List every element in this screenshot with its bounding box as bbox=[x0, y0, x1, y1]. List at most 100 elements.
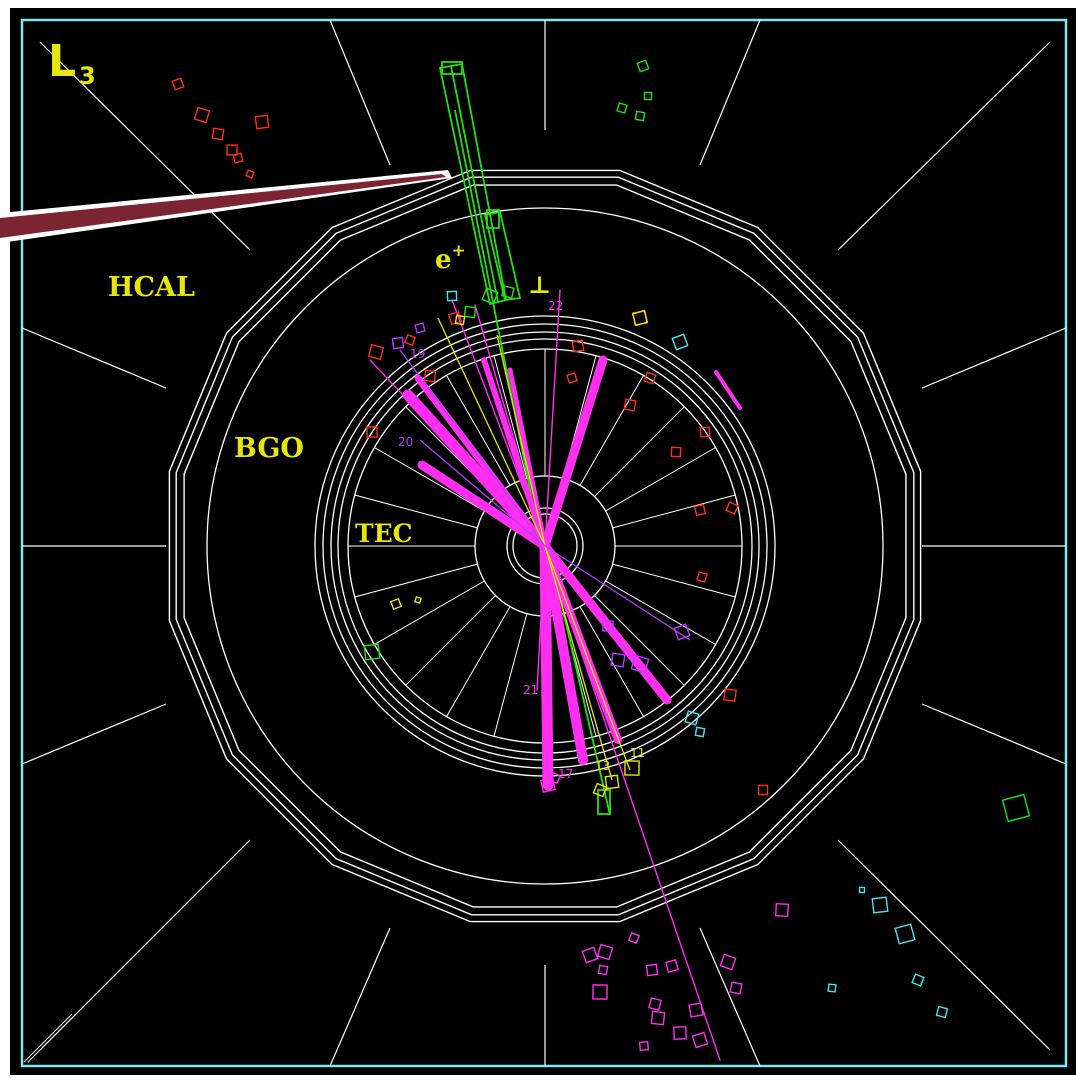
tec-sector-line bbox=[605, 580, 716, 645]
hits-red-box bbox=[232, 152, 244, 164]
hits-red-box bbox=[566, 372, 578, 384]
hits-green-box bbox=[634, 110, 646, 122]
hits-pink-box bbox=[539, 776, 557, 794]
hits-violet-box bbox=[602, 620, 614, 632]
label-hcal: HCAL bbox=[108, 272, 195, 303]
hits-pink-box bbox=[729, 981, 743, 995]
hits-green-box bbox=[636, 59, 650, 73]
tec-sector-line bbox=[405, 595, 496, 686]
detector-hits bbox=[171, 59, 1031, 1052]
tec-sector-line bbox=[579, 375, 644, 486]
hits-pink-box bbox=[648, 997, 662, 1011]
tec-sector-line bbox=[605, 447, 716, 512]
tec-sector-line bbox=[374, 447, 485, 512]
hits-cyan-box bbox=[871, 896, 889, 914]
hits-pink-box bbox=[596, 943, 614, 961]
hits-violet-box bbox=[610, 652, 626, 668]
hits-pink-box bbox=[638, 1040, 650, 1052]
hits-red-box bbox=[403, 333, 417, 347]
hits-red-box bbox=[725, 501, 739, 515]
tec-sector-line bbox=[354, 494, 478, 529]
label-bgo: BGO bbox=[234, 433, 304, 464]
track-number-21: 21 bbox=[523, 683, 538, 697]
hits-yellow-box bbox=[624, 760, 640, 776]
tec-sector-line bbox=[354, 563, 478, 598]
hits-red-box bbox=[245, 169, 255, 179]
hits-red-box bbox=[699, 426, 711, 438]
tec-sector-line bbox=[612, 563, 736, 598]
hits-red-box bbox=[226, 144, 238, 156]
hits-red-box bbox=[193, 106, 211, 124]
hits-cyan-box bbox=[935, 1005, 949, 1019]
hits-red-box bbox=[643, 371, 657, 385]
logo-l3: L bbox=[48, 36, 76, 87]
hits-red-box bbox=[211, 127, 225, 141]
hits-pink-box bbox=[581, 946, 599, 964]
hits-cyan-box bbox=[684, 710, 700, 726]
violet-tracks bbox=[399, 349, 691, 641]
hits-green-box bbox=[616, 102, 628, 114]
hits-cyan-box bbox=[694, 726, 706, 738]
hits-pink-box bbox=[719, 953, 737, 971]
label-positron: e+ bbox=[435, 241, 466, 275]
hits-pink-box bbox=[592, 984, 608, 1000]
hits-pink-box bbox=[691, 1031, 709, 1049]
hits-cyan-box bbox=[911, 973, 925, 987]
tec-sector-line bbox=[446, 375, 511, 486]
hits-cyan-box bbox=[827, 983, 837, 993]
hits-green-box bbox=[643, 91, 653, 101]
hits-cyan-box bbox=[671, 333, 689, 351]
hits-pink-box bbox=[548, 771, 562, 785]
hits-yellow-box bbox=[604, 774, 620, 790]
track-number-20: 20 bbox=[398, 435, 413, 449]
hits-green-box bbox=[1001, 793, 1031, 823]
hits-yellow-box bbox=[631, 309, 649, 327]
hits-red-box bbox=[366, 426, 378, 438]
hits-violet-box bbox=[391, 336, 405, 350]
hits-pink-box bbox=[650, 1010, 666, 1026]
hits-yellow-box bbox=[389, 597, 403, 611]
display-frame bbox=[20, 18, 1068, 1068]
hits-pink-box bbox=[597, 964, 609, 976]
hcal-sector-lines bbox=[21, 19, 1067, 1067]
hits-cyan-box bbox=[894, 923, 916, 945]
label-tec: TEC bbox=[355, 519, 413, 548]
track-number-22: 22 bbox=[548, 299, 563, 313]
pointer-arrow bbox=[0, 170, 452, 243]
tec-sector-line bbox=[594, 406, 685, 497]
hits-red-box bbox=[757, 784, 769, 796]
hits-yellow-box bbox=[592, 782, 608, 798]
hits-red-box bbox=[254, 114, 270, 130]
track-number-11: 11 bbox=[630, 746, 645, 760]
hits-pink-box bbox=[774, 902, 790, 918]
hits-pink-box bbox=[688, 1002, 704, 1018]
track-number-13: 13 bbox=[595, 759, 610, 773]
hits-pink-box bbox=[645, 963, 659, 977]
hits-red-box bbox=[722, 687, 738, 703]
label-perp: ⊥ bbox=[528, 270, 551, 299]
tec-sector-line bbox=[493, 613, 528, 737]
tec-sector-line bbox=[493, 355, 528, 479]
hits-yellow-box bbox=[454, 314, 466, 326]
corner-marks bbox=[23, 1013, 77, 1063]
hits-green-box bbox=[501, 285, 515, 299]
hits-red-box bbox=[670, 446, 682, 458]
track-number-17: 17 bbox=[558, 767, 573, 781]
hits-violet-box bbox=[630, 654, 650, 674]
hits-red-box bbox=[367, 343, 385, 361]
hits-pink-box bbox=[673, 1026, 687, 1040]
hits-violet-box bbox=[414, 322, 426, 334]
hits-red-box bbox=[423, 369, 437, 383]
tec-sector-line bbox=[446, 606, 511, 717]
logo-l3-subscript: 3 bbox=[79, 62, 96, 90]
hits-violet-box bbox=[673, 623, 691, 641]
hits-pink-box bbox=[665, 959, 679, 973]
hits-red-box bbox=[693, 503, 707, 517]
hits-red-box bbox=[623, 398, 637, 412]
hits-green-box bbox=[363, 643, 381, 661]
hits-pink-box bbox=[627, 931, 641, 945]
hits-cyan-box bbox=[446, 290, 458, 302]
hits-yellow-box bbox=[414, 596, 422, 604]
